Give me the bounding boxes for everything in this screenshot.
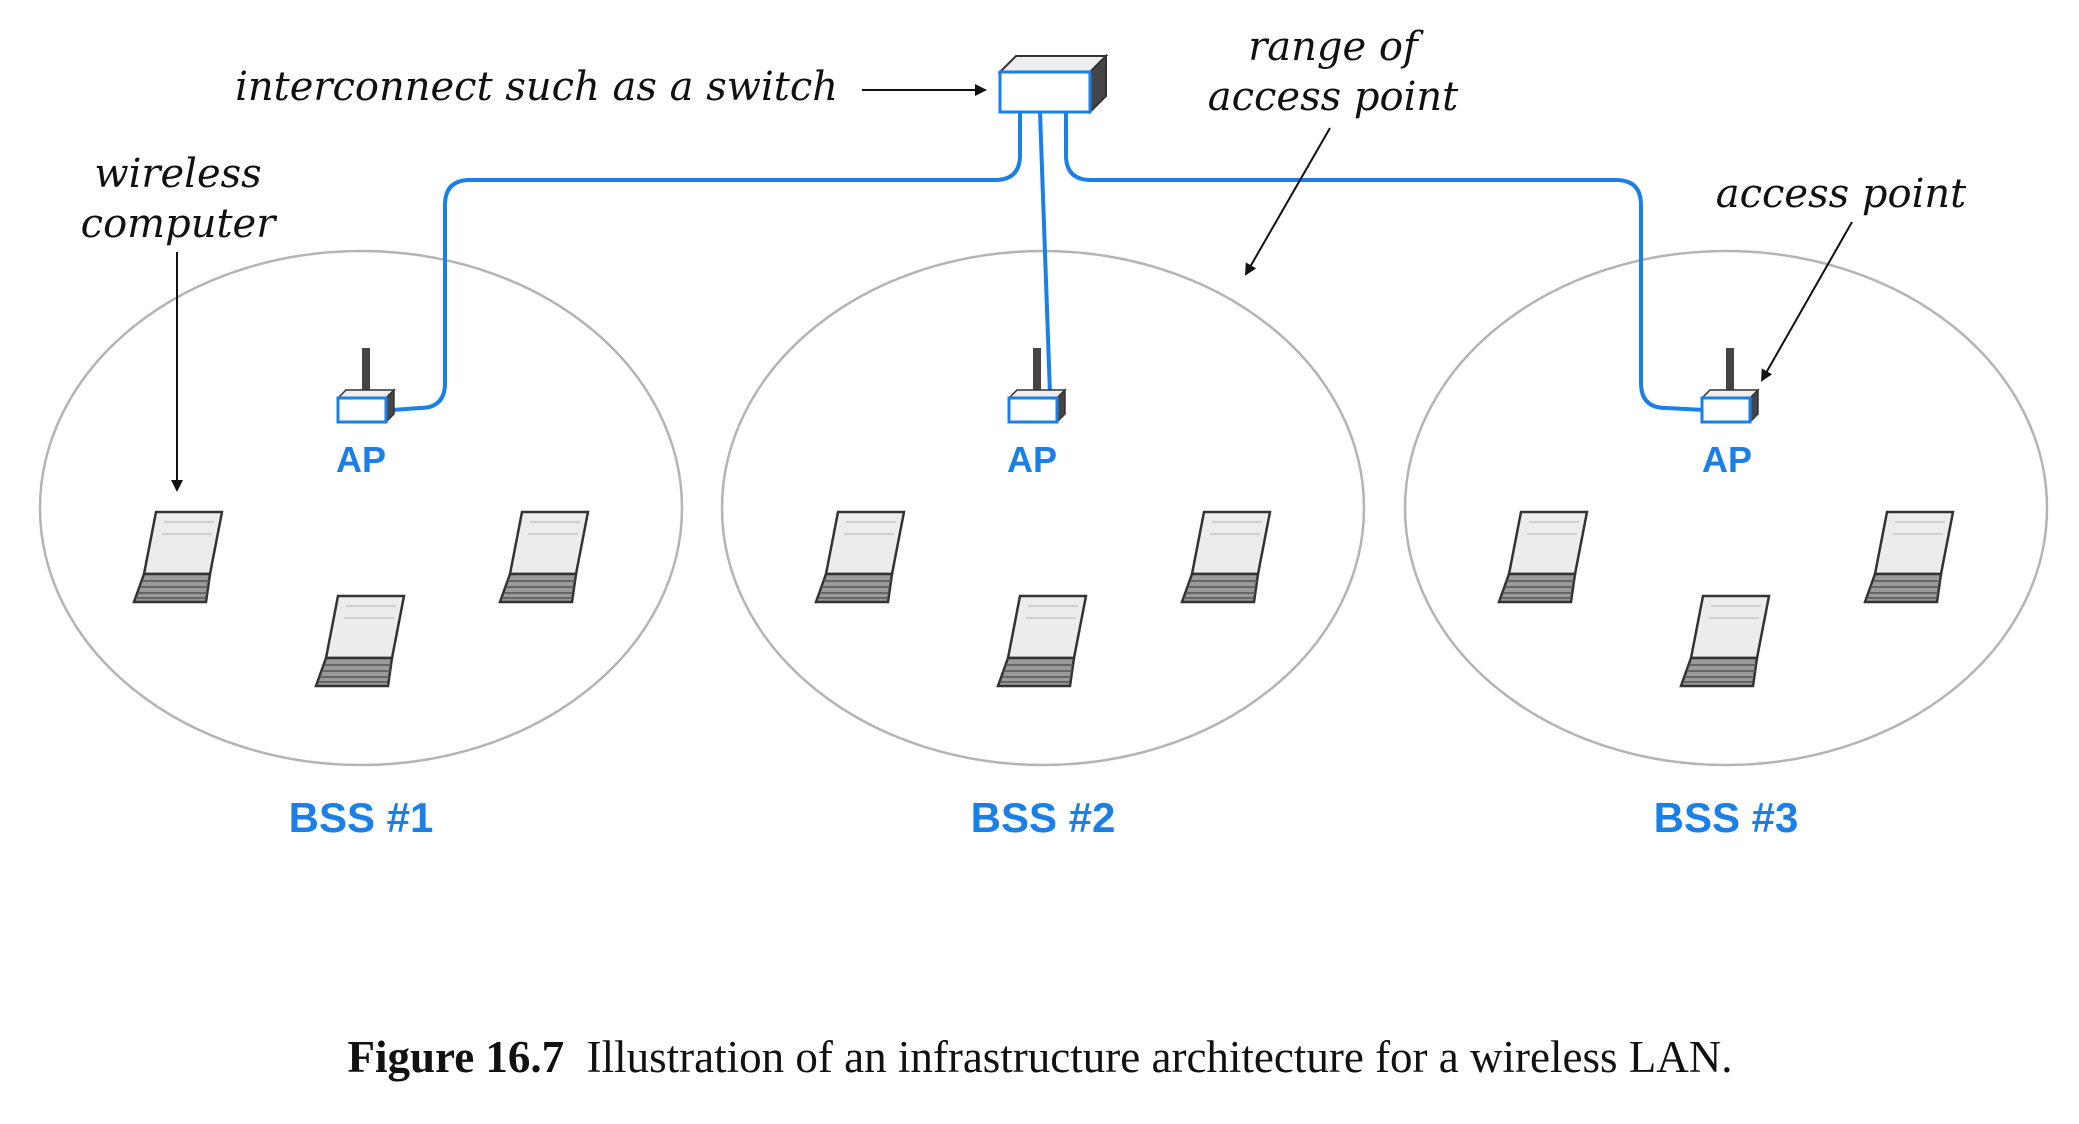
bss-label-2: BSS #2 <box>971 794 1116 841</box>
wireless-label-line1: wireless <box>94 151 261 197</box>
bss-label-3: BSS #3 <box>1654 794 1799 841</box>
laptops-bss-1 <box>132 510 590 688</box>
bss-1-range <box>38 249 684 767</box>
bss-label-1: BSS #1 <box>289 794 434 841</box>
access-point-1 <box>336 348 396 424</box>
access-point-3 <box>1700 348 1760 424</box>
wireless-label-line2: computer <box>81 201 279 247</box>
link-bss-1 <box>391 112 1022 412</box>
figure-number: Figure 16.7 <box>348 1032 565 1082</box>
annotation-arrows <box>171 84 1853 492</box>
laptops-bss-2 <box>814 510 1272 688</box>
laptop-icon <box>314 594 406 688</box>
ap-label-3: AP <box>1702 439 1752 480</box>
laptop-icon <box>498 510 590 604</box>
ap-label-2: AP <box>1007 439 1057 480</box>
laptop-icon <box>1497 510 1589 604</box>
laptop-icon <box>814 510 906 604</box>
laptop-icon <box>1180 510 1272 604</box>
range-arrow <box>1245 127 1331 276</box>
laptops-bss-3 <box>1497 510 1955 688</box>
laptop-icon <box>132 510 224 604</box>
access-point-icon <box>336 396 388 424</box>
wired-links <box>391 111 1706 412</box>
laptop-icon <box>1679 594 1771 688</box>
ap-label-1: AP <box>336 439 386 480</box>
antenna-icon <box>1726 348 1734 398</box>
range-label-line2: access point <box>1208 74 1459 120</box>
link-bss-2 <box>1038 111 1052 395</box>
bss-2-range <box>720 249 1366 767</box>
figure-caption: Figure 16.7 Illustration of an infrastru… <box>348 1032 1733 1082</box>
switch-label: interconnect such as a switch <box>235 64 838 110</box>
antenna-icon <box>1033 348 1041 398</box>
access-point-2 <box>1007 348 1067 424</box>
access-point-arrow <box>1761 221 1853 382</box>
link-bss-3 <box>1064 112 1706 412</box>
laptop-icon <box>996 594 1088 688</box>
bss-3-range <box>1403 249 2049 767</box>
laptop-icon <box>1863 510 1955 604</box>
antenna-icon <box>362 348 370 398</box>
switch-icon <box>997 53 1109 115</box>
figure-caption-spacer <box>564 1032 587 1082</box>
access-point-label: access point <box>1716 171 1967 217</box>
figure-caption-text: Illustration of an infrastructure archit… <box>587 1032 1733 1082</box>
range-label-line1: range of <box>1248 24 1424 70</box>
access-point-icon <box>1700 396 1752 424</box>
access-point-icon <box>1007 396 1059 424</box>
